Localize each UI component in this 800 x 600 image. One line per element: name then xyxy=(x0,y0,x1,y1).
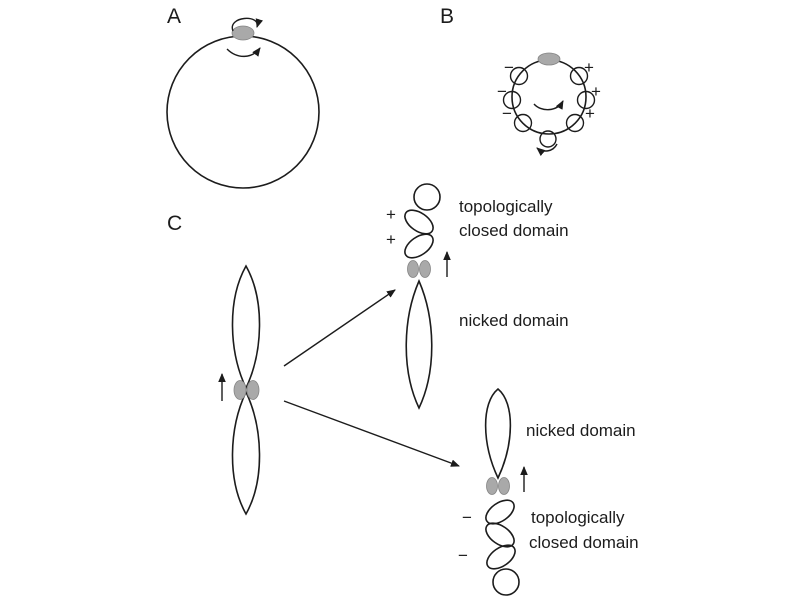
closed-domain-label-line2: closed domain xyxy=(529,533,639,552)
polymerase-blob xyxy=(486,477,498,495)
plus-sign: + xyxy=(386,230,396,249)
rotation-arrow-icon xyxy=(231,17,263,32)
plus-sign: + xyxy=(386,205,396,224)
arrow-to-lower-product xyxy=(283,400,460,467)
supercoiled-circle xyxy=(511,59,587,135)
minus-sign: − xyxy=(497,82,507,101)
supercoil-bottom-loop xyxy=(492,568,520,596)
plus-sign: + xyxy=(584,58,594,77)
supercoil-twist xyxy=(485,522,515,548)
nicked-dna-loop xyxy=(405,278,433,410)
nicked-domain-label: nicked domain xyxy=(526,421,636,440)
upper-product: + + topologically closed domain nicked d… xyxy=(386,183,569,410)
panel-a: A xyxy=(166,5,320,189)
negative-loop xyxy=(502,90,522,110)
supercoil-twist xyxy=(485,499,515,525)
supercoil-twist xyxy=(404,209,434,235)
polymerase-blob xyxy=(498,477,510,495)
polymerase-blob xyxy=(246,380,260,400)
supercoil-top-loop xyxy=(413,183,441,211)
minus-sign: − xyxy=(462,508,472,527)
negative-loop xyxy=(513,113,533,133)
polymerase-blob xyxy=(407,260,419,278)
panel-b-label: B xyxy=(440,5,454,28)
bottom-rotation-arrow-icon xyxy=(536,143,558,157)
positive-loop xyxy=(565,113,585,133)
track-arrow-icon xyxy=(226,47,261,58)
panel-a-label: A xyxy=(167,5,181,28)
supercoil-twist xyxy=(404,233,434,259)
lower-product: − − nicked domain topologically closed d… xyxy=(458,387,639,596)
plus-sign: + xyxy=(585,104,595,123)
minus-sign: − xyxy=(504,58,514,77)
minus-sign: − xyxy=(502,104,512,123)
circular-dna xyxy=(166,35,320,189)
upper-dna-loop xyxy=(231,264,261,390)
panel-c: C + + top xyxy=(167,183,639,596)
supercoil-twist xyxy=(486,544,516,570)
panel-c-label: C xyxy=(167,212,182,235)
nicked-dna-loop xyxy=(484,387,512,480)
closed-domain-label-line2: closed domain xyxy=(459,221,569,240)
polymerase-blob xyxy=(419,260,431,278)
inner-rotation-arrow-icon xyxy=(533,100,564,111)
bottom-loop xyxy=(539,130,557,148)
positive-loop xyxy=(576,90,596,110)
closed-domain-label-line1: topologically xyxy=(531,508,625,527)
panel-b: B + + + − − − xyxy=(440,5,601,157)
nicked-domain-label: nicked domain xyxy=(459,311,569,330)
polymerase-blob xyxy=(233,380,247,400)
polymerase-blob xyxy=(231,25,255,41)
arrow-to-upper-product xyxy=(283,289,396,367)
plus-sign: + xyxy=(591,82,601,101)
positive-loop xyxy=(569,66,589,86)
closed-domain-label-line1: topologically xyxy=(459,197,553,216)
lower-dna-loop xyxy=(231,390,261,516)
polymerase-blob xyxy=(537,52,561,66)
twin-domain-template xyxy=(218,264,261,516)
negative-loop xyxy=(509,66,529,86)
minus-sign: − xyxy=(458,546,468,565)
